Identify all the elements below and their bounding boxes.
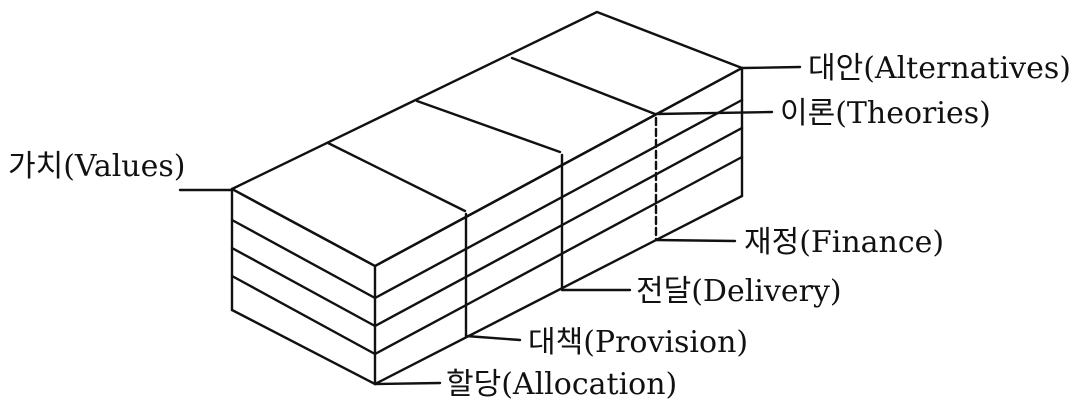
label-delivery: 전달(Delivery) — [636, 274, 842, 309]
right-face-edge-bottom — [373, 194, 744, 386]
leader-allocation — [373, 381, 442, 386]
top-divider-2 — [415, 99, 562, 154]
right-layer-2 — [373, 126, 744, 328]
leader-provision — [464, 334, 522, 342]
right-face-edge-top — [373, 66, 744, 268]
left-layer-2 — [230, 246, 377, 328]
left-layer-3 — [230, 274, 377, 356]
label-alternatives: 대안(Alternatives) — [808, 51, 1071, 86]
top-divider-3 — [510, 56, 657, 116]
right-layer-1 — [373, 98, 744, 300]
leader-theories — [654, 110, 774, 116]
left-layer-1 — [230, 218, 377, 300]
right-layer-3 — [373, 155, 744, 356]
left-face-edge-bottom — [230, 308, 377, 386]
left-face-edge-top — [230, 187, 377, 268]
leader-alternatives — [740, 65, 802, 70]
top-divider-1 — [326, 141, 467, 213]
top-face — [230, 10, 744, 268]
label-values: 가치(Values) — [8, 149, 186, 184]
leader-finance — [654, 238, 737, 243]
label-theories: 이론(Theories) — [780, 96, 991, 131]
label-allocation: 할당(Allocation) — [446, 367, 678, 402]
label-finance: 재정(Finance) — [744, 225, 945, 260]
label-provision: 대책(Provision) — [528, 325, 749, 360]
